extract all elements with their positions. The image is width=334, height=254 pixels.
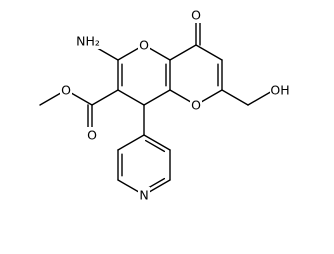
- hydroxyl-group-label: OH: [270, 83, 289, 98]
- bond-line: [143, 89, 171, 106]
- bond-line: [247, 89, 275, 106]
- bond-line: [117, 89, 145, 106]
- ester-oxygen-label-background: [60, 82, 72, 98]
- amino-group-label-background: [74, 33, 102, 49]
- amino-group-label: NH₂: [76, 34, 100, 49]
- bond-line: [169, 44, 197, 61]
- bond-line: [195, 44, 223, 61]
- bond-line: [91, 89, 119, 106]
- bond-line: [143, 134, 171, 151]
- atom-labels: NH₂ O O O OH O O N: [60, 7, 290, 203]
- carbonyl-oxygen-label: O: [87, 128, 97, 143]
- pyran-oxygen-top-label: O: [139, 38, 149, 53]
- hydroxyl-group-label-background: [270, 82, 290, 98]
- pyran-oxygen-bottom-label: O: [191, 98, 201, 113]
- bond-line: [117, 134, 145, 151]
- pyran-oxygen-bottom-label-background: [190, 97, 202, 113]
- bond-line: [221, 89, 249, 106]
- ester-oxygen-label: O: [61, 83, 71, 98]
- pyran-oxygen-top-label-background: [138, 37, 150, 53]
- pyridine-nitrogen-label-background: [138, 187, 150, 203]
- carbonyl-oxygen-label-background: [86, 127, 98, 143]
- pyridine-nitrogen-label: N: [139, 188, 148, 203]
- ketone-oxygen-label-background: [190, 7, 202, 23]
- ketone-oxygen-label: O: [191, 8, 201, 23]
- bond-line: [144, 139, 166, 153]
